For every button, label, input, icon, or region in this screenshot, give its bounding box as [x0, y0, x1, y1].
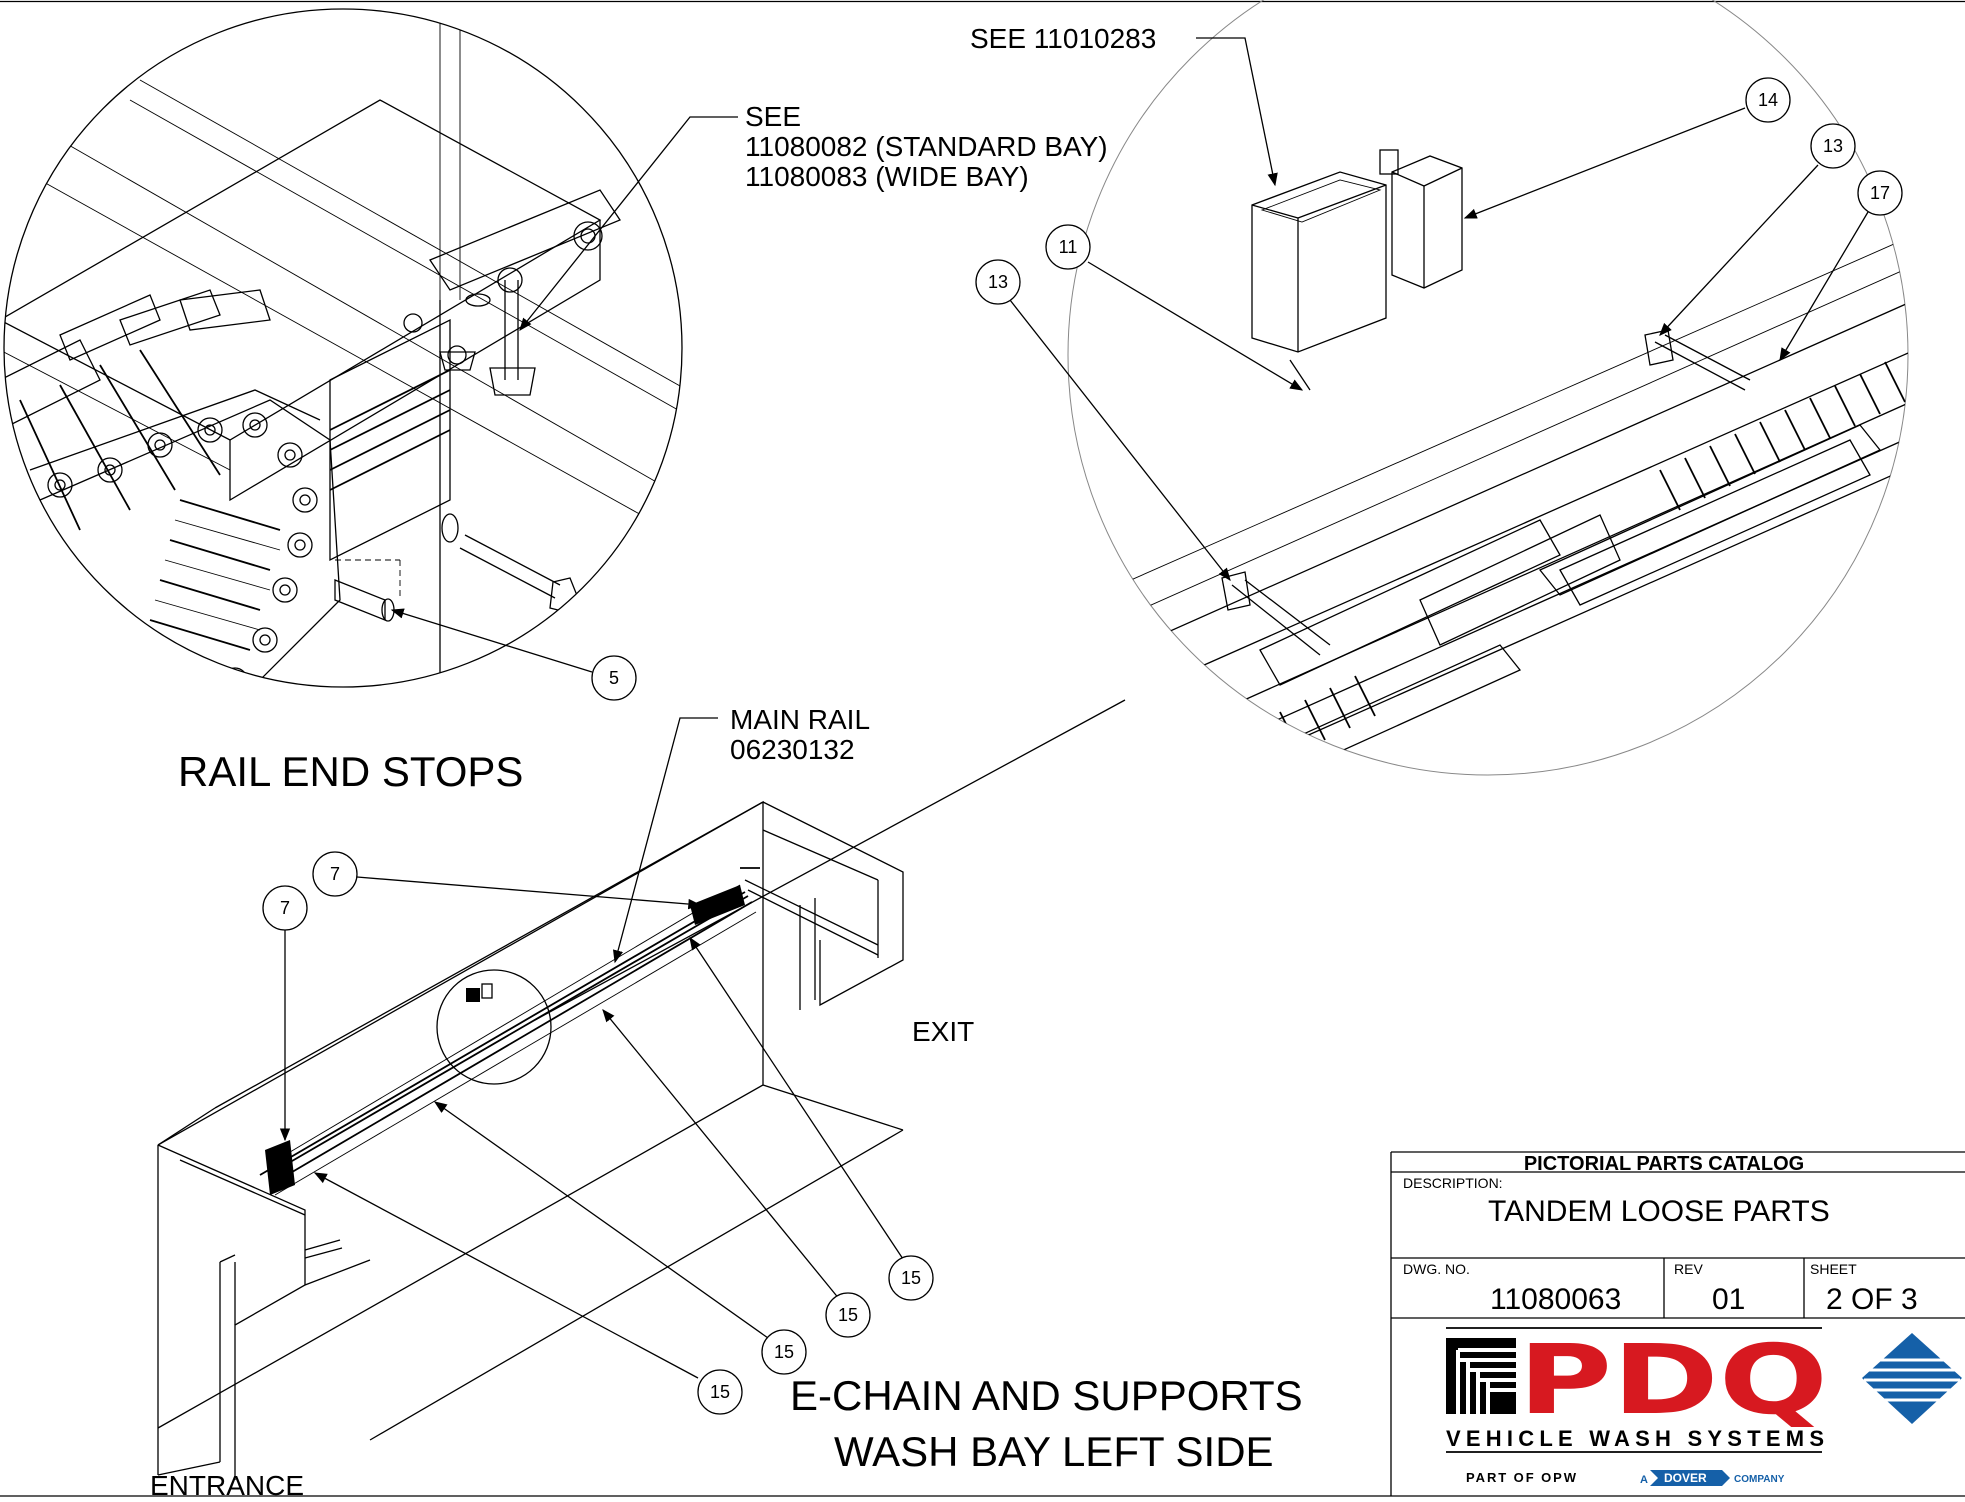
svg-text:17: 17 — [1870, 183, 1890, 203]
leader-see-controller — [1196, 37, 1278, 187]
callout-see-controller: SEE 11010283 — [970, 23, 1156, 54]
svg-text:A: A — [1640, 1474, 1648, 1486]
pdq-logo: PDQ VEHICLE WASH SYSTEMS PART OF OPW A D… — [1446, 1324, 1962, 1486]
dover-text: DOVER — [1664, 1471, 1707, 1485]
item-bubble-5: 5 — [390, 608, 637, 701]
detail-rail-end-stops — [3, 8, 683, 688]
tb-description-label: DESCRIPTION: — [1403, 1175, 1503, 1191]
tb-header: PICTORIAL PARTS CATALOG — [1524, 1153, 1804, 1175]
main-rail — [259, 884, 757, 1196]
leader-see-rail-stops — [519, 116, 738, 332]
pdq-tagline: VEHICLE WASH SYSTEMS — [1446, 1426, 1824, 1451]
title-block — [1390, 1151, 1965, 1496]
item-bubble-13-left: 13 — [975, 259, 1231, 582]
svg-text:5: 5 — [609, 668, 619, 688]
control-box — [1251, 171, 1387, 391]
e-chain-rungs — [19, 349, 281, 651]
dover-company: COMPANY — [1734, 1474, 1785, 1485]
item-bubble-14: 14 — [1463, 77, 1791, 219]
callout-standard-bay: 11080082 (STANDARD BAY) — [745, 131, 1108, 162]
item-bubble-11: 11 — [1045, 224, 1304, 391]
svg-text:15: 15 — [838, 1305, 858, 1325]
item-bubble-15-a: 15 — [689, 936, 934, 1301]
title-echain-line1: E-CHAIN AND SUPPORTS — [790, 1372, 1303, 1419]
tb-dwg-label: DWG. NO. — [1403, 1261, 1470, 1277]
tb-rev: 01 — [1712, 1283, 1745, 1316]
wash-bay-isometric — [157, 699, 1126, 1480]
tb-rev-label: REV — [1674, 1261, 1703, 1277]
dover-badge: A DOVER COMPANY — [1640, 1470, 1785, 1486]
tray-rungs — [1179, 361, 1906, 775]
detail-controller — [1067, 0, 1909, 776]
item-bubble-15-d: 15 — [313, 1172, 743, 1415]
callout-main-rail: MAIN RAIL — [730, 704, 870, 735]
svg-text:11: 11 — [1059, 237, 1078, 257]
item-bubble-15-c: 15 — [433, 1101, 807, 1375]
svg-text:13: 13 — [988, 272, 1008, 292]
blue-diamond-icon — [1862, 1333, 1962, 1424]
callout-main-rail-part: 06230132 — [730, 734, 855, 765]
item-bubble-13-right: 13 — [1659, 123, 1856, 336]
item-bubble-7-lower: 7 — [262, 885, 308, 1142]
svg-text:15: 15 — [710, 1382, 730, 1402]
pdq-part-of: PART OF OPW — [1466, 1470, 1577, 1485]
svg-text:15: 15 — [774, 1342, 794, 1362]
label-exit: EXIT — [912, 1016, 974, 1047]
tb-dwg-no: 11080063 — [1490, 1283, 1621, 1316]
tb-sheet: 2 OF 3 — [1826, 1283, 1918, 1316]
tb-description: TANDEM LOOSE PARTS — [1488, 1195, 1830, 1228]
svg-text:7: 7 — [280, 898, 290, 918]
item-bubble-17: 17 — [1779, 170, 1903, 362]
pdq-emblem-icon — [1446, 1338, 1516, 1414]
callout-see: SEE — [745, 101, 801, 132]
label-entrance: ENTRANCE — [150, 1470, 304, 1501]
title-rail-end-stops: RAIL END STOPS — [178, 748, 523, 795]
pdq-brand: PDQ — [1518, 1324, 1828, 1436]
callout-wide-bay: 11080083 (WIDE BAY) — [745, 161, 1029, 192]
e-chain-links-top — [4, 289, 341, 687]
tb-sheet-label: SHEET — [1810, 1261, 1857, 1277]
item-bubble-15-b: 15 — [602, 1008, 871, 1338]
title-echain-line2: WASH BAY LEFT SIDE — [834, 1428, 1274, 1475]
item-bubble-7-upper: 7 — [312, 851, 702, 910]
leader-main-rail — [612, 717, 718, 964]
svg-text:15: 15 — [901, 1268, 921, 1288]
svg-text:13: 13 — [1823, 136, 1843, 156]
disconnect-box — [1379, 149, 1463, 289]
svg-text:14: 14 — [1758, 90, 1778, 110]
svg-text:7: 7 — [330, 864, 340, 884]
